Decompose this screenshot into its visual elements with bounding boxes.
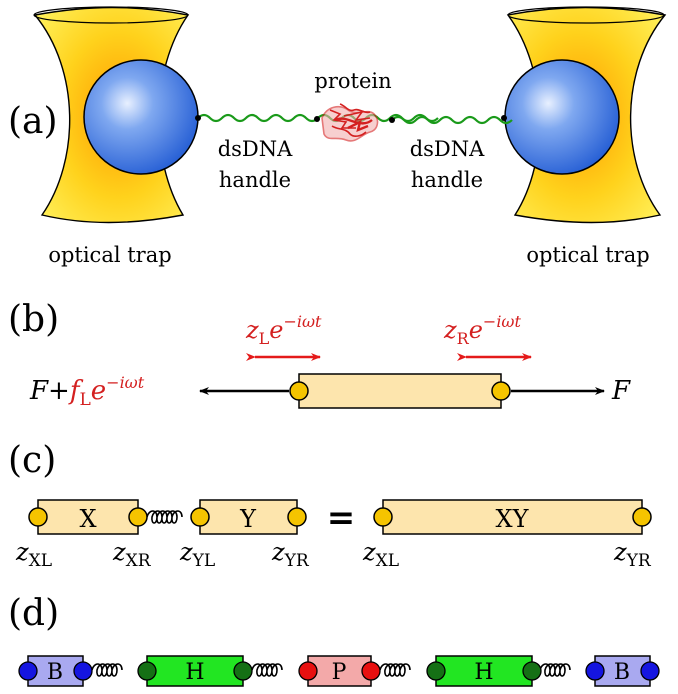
panel-b: (b) zLe−iωt zRe−iωt F+fLe−iωt F: [8, 299, 631, 410]
spring-h-b-right: [539, 663, 571, 677]
node-h-left-end: [233, 661, 253, 681]
z-xr-sub: XR: [126, 551, 152, 571]
right-dsdna-handle: [391, 115, 513, 125]
equals-sign: =: [327, 498, 356, 538]
panel-c-label: (c): [8, 440, 56, 481]
node-yr: [287, 507, 307, 527]
node-xr: [128, 507, 148, 527]
spring-b-h-left: [91, 663, 123, 677]
node-p-right: [361, 661, 381, 681]
node-xy-left: [373, 507, 393, 527]
z-xl-base: z: [15, 538, 29, 566]
node-p-left: [298, 661, 318, 681]
label-z-yl: zYL: [179, 538, 215, 571]
protein-icon: [321, 103, 379, 142]
panel-d: (d) B H P H B: [8, 593, 660, 687]
node-h-left-start: [137, 661, 157, 681]
left-force-label: F+fLe−iωt: [29, 373, 145, 410]
left-bead: [83, 59, 199, 175]
node-b-left-outer: [18, 661, 38, 681]
left-force-plus: +: [48, 376, 70, 406]
right-displacement-label: zRe−iωt: [443, 312, 521, 348]
z-yl-sub: YL: [192, 551, 216, 571]
label-z-yr: zYR: [271, 538, 310, 571]
box-x: [37, 499, 139, 535]
right-force-label: F: [611, 376, 631, 406]
right-bead-attachment: [501, 115, 507, 121]
right-disp-sub: R: [457, 329, 470, 348]
panel-c: (c) X Y = XY zXL zXR zYL zYR zXL zYR: [8, 440, 652, 571]
spring-h-p: [251, 663, 283, 677]
right-trap-rim: [507, 6, 665, 24]
box-xy: [382, 499, 643, 535]
left-disp-exp: −iωt: [283, 312, 322, 331]
right-disp-exp: −iωt: [483, 312, 522, 331]
panel-a-label: (a): [8, 101, 58, 142]
left-trap-rim: [33, 6, 189, 24]
box-b-right-label: B: [614, 660, 630, 685]
panel-b-label: (b): [8, 299, 59, 340]
label-z-yr-combined: zYR: [613, 538, 652, 571]
label-z-xl: zXL: [15, 538, 52, 571]
node-b-right-outer: [640, 661, 660, 681]
box-xy-label: XY: [496, 505, 530, 533]
panel-a: (a) protein dsDNA handle dsDNA: [8, 6, 667, 267]
left-force-prefix: F: [29, 376, 49, 406]
box-h-left-label: H: [185, 660, 204, 685]
left-handle-label-line2: handle: [219, 168, 291, 192]
z-yr-base: z: [271, 538, 285, 566]
node-h-right-start: [426, 661, 446, 681]
z-xr-base: z: [112, 538, 126, 566]
node-yl: [190, 507, 210, 527]
element-left-node: [289, 381, 309, 401]
protein-label: protein: [314, 69, 391, 93]
left-force-sub: L: [79, 390, 90, 410]
left-disp-sub: L: [259, 329, 270, 348]
spring-p-h: [379, 663, 411, 677]
protein-right-attachment: [389, 117, 395, 123]
right-handle-label-line1: dsDNA: [410, 137, 485, 161]
z-xl-combined-sub: XL: [376, 551, 399, 571]
node-h-right-end: [522, 661, 542, 681]
left-trap-label: optical trap: [48, 243, 171, 267]
x-y-spring: [146, 510, 183, 524]
left-force-exp: −iωt: [106, 373, 145, 392]
panel-d-label: (d): [8, 593, 59, 634]
right-disp-base: z: [443, 316, 457, 344]
element-box: [298, 373, 502, 409]
label-z-xr: zXR: [112, 538, 152, 571]
node-b-right-inner: [585, 661, 605, 681]
z-yr-sub: YR: [284, 551, 310, 571]
z-yr-combined-sub: YR: [626, 551, 652, 571]
element-right-node: [491, 381, 511, 401]
box-p-label: P: [332, 660, 347, 685]
box-h-right-label: H: [474, 660, 493, 685]
box-x-label: X: [79, 505, 96, 533]
left-handle-label-line1: dsDNA: [218, 137, 293, 161]
left-bead-attachment: [195, 115, 201, 121]
z-xl-combined-base: z: [362, 538, 376, 566]
node-xl: [28, 507, 48, 527]
node-b-left-inner: [73, 661, 93, 681]
left-disp-base: z: [245, 316, 259, 344]
left-displacement-label: zLe−iωt: [245, 312, 322, 348]
z-yr-combined-base: z: [613, 538, 627, 566]
label-z-xl-combined: zXL: [362, 538, 399, 571]
z-xl-sub: XL: [29, 551, 52, 571]
right-bead: [504, 59, 620, 175]
z-yl-base: z: [179, 538, 193, 566]
protein-left-attachment: [314, 116, 320, 122]
node-xy-right: [632, 507, 652, 527]
right-trap-label: optical trap: [526, 243, 649, 267]
right-handle-label-line2: handle: [411, 168, 483, 192]
box-b-left-label: B: [47, 660, 63, 685]
box-y-label: Y: [239, 505, 257, 533]
